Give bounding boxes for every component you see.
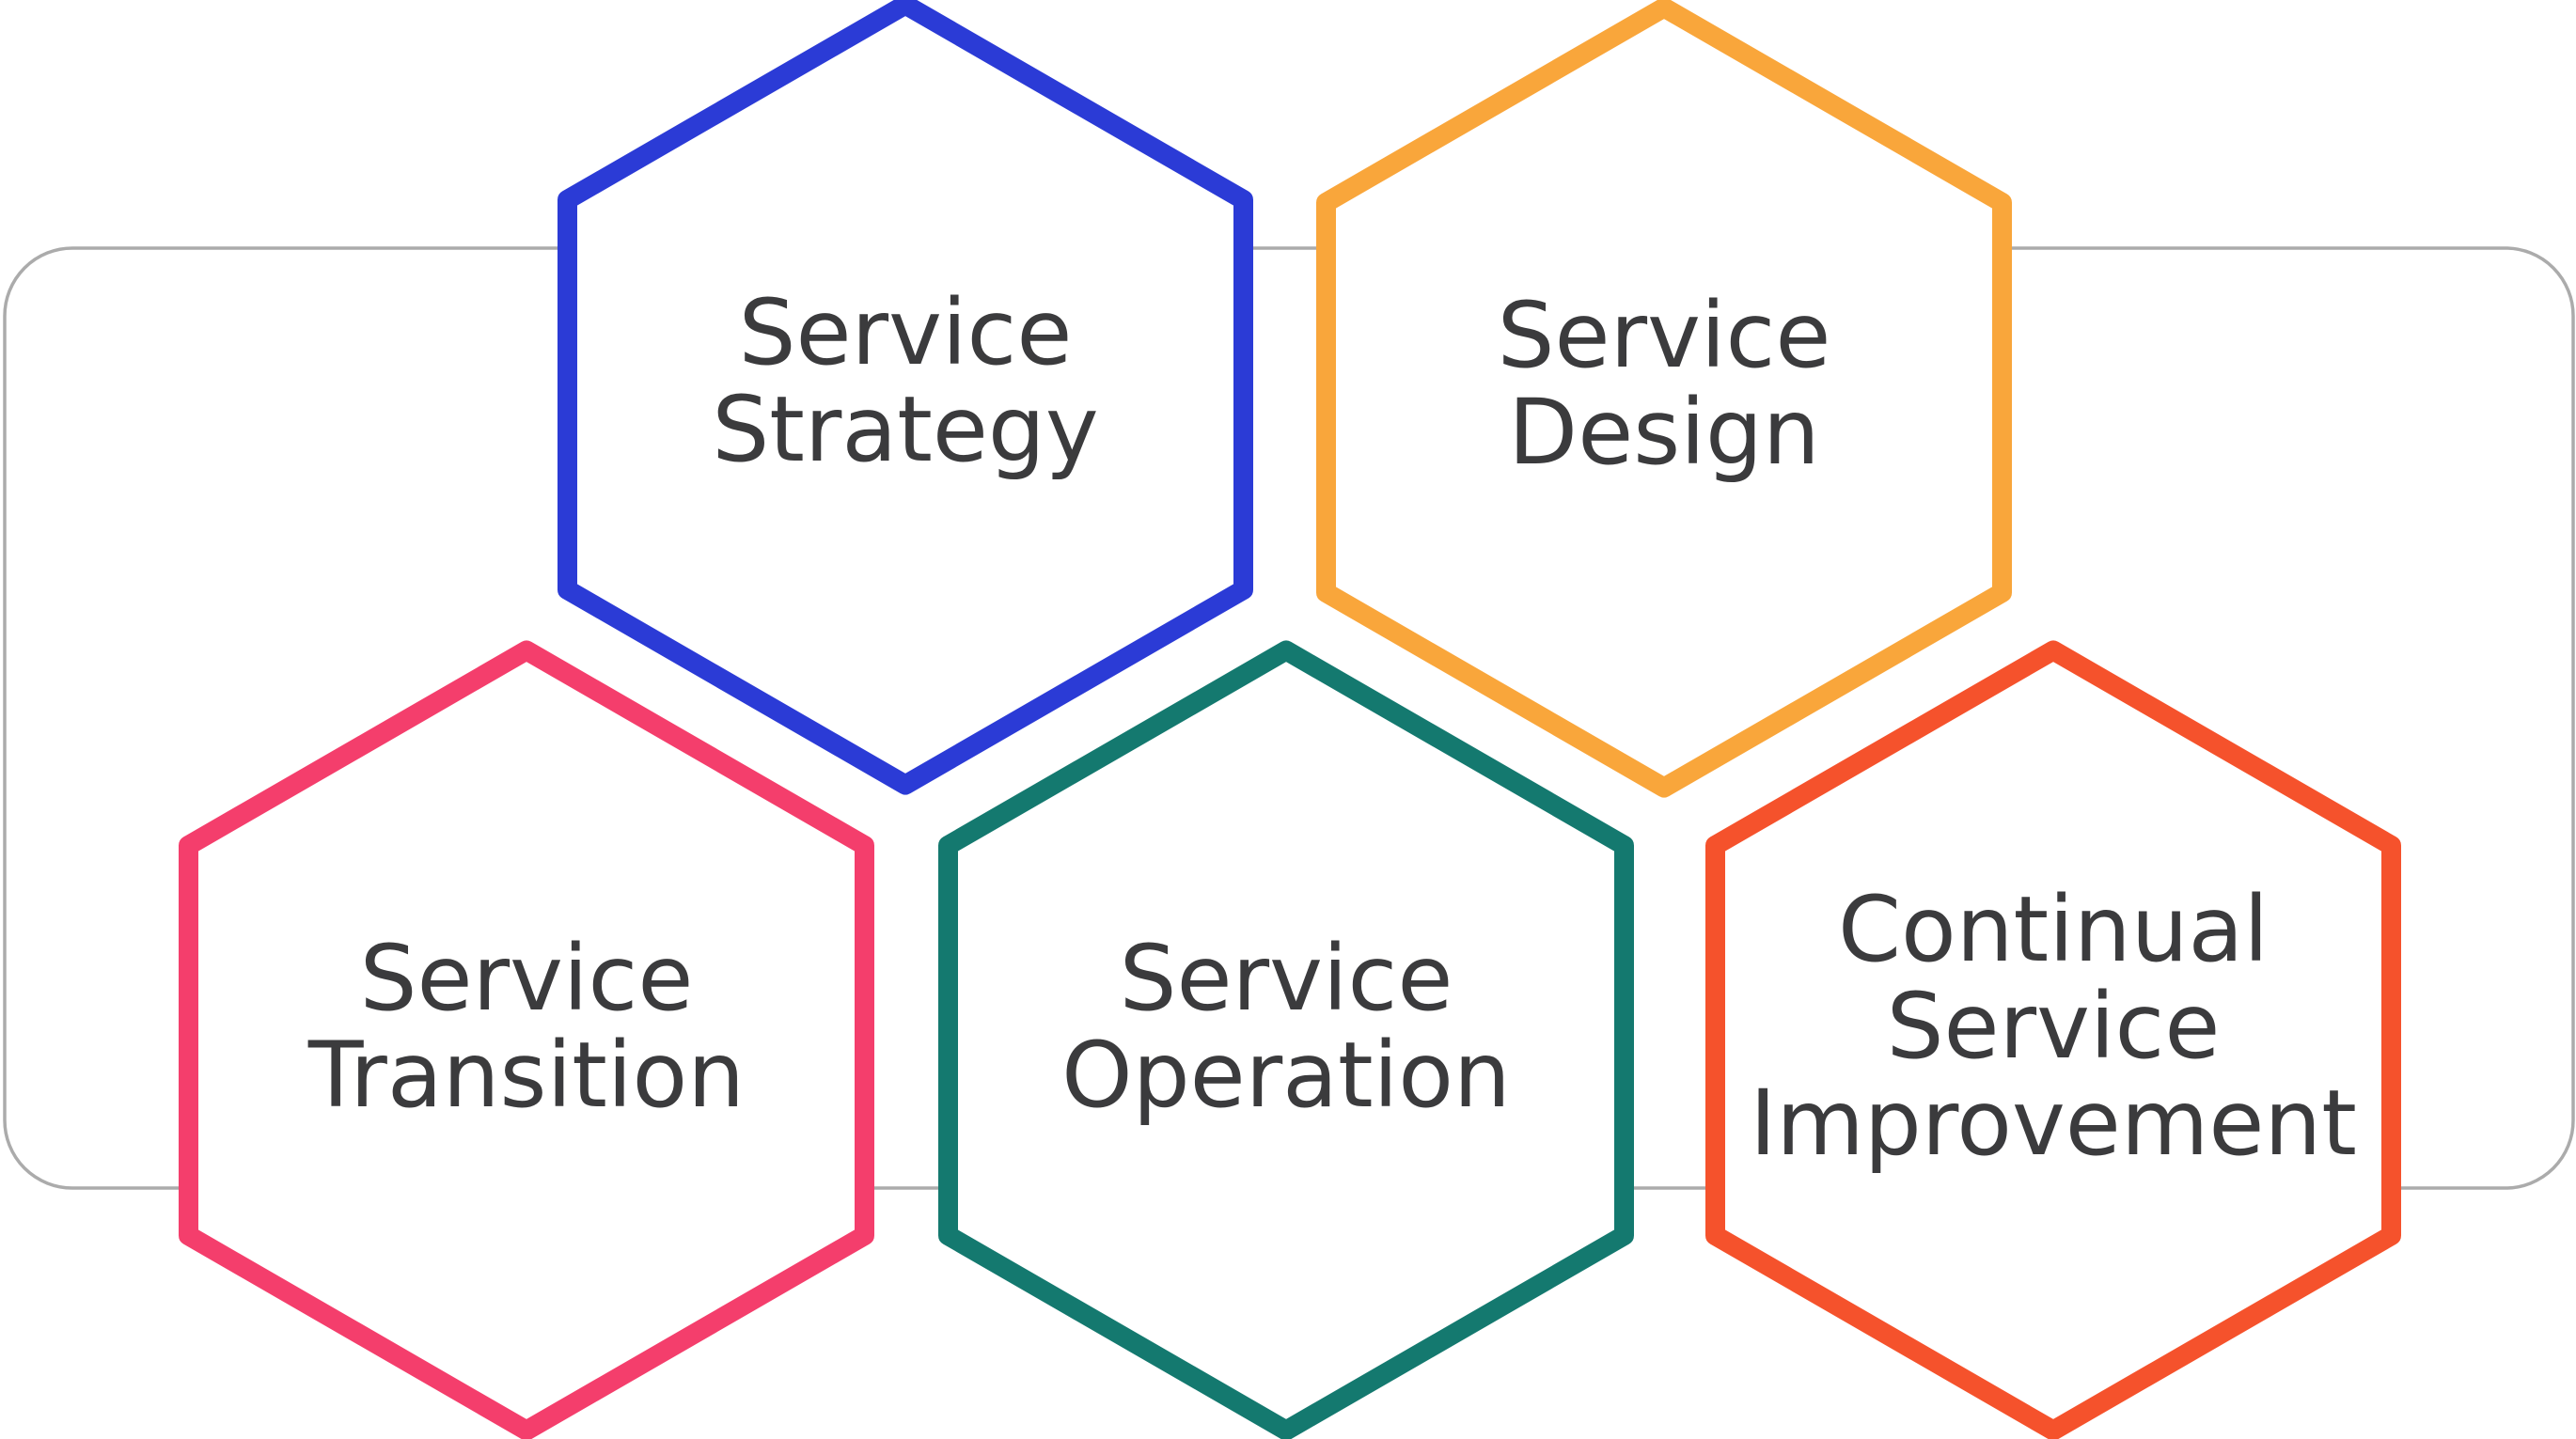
service-operation-label-line1: Service: [1120, 926, 1453, 1031]
hexagon-continual-service-improvement: Continual Service Improvement: [1705, 640, 2401, 1439]
service-strategy-label-line1: Service: [739, 280, 1073, 385]
continual-service-improvement-hexagon-outline: [1705, 640, 2401, 1439]
service-transition-label-line1: Service: [360, 926, 694, 1031]
continual-service-improvement-label-line1: Continual: [1838, 877, 2269, 982]
service-operation-label-line2: Operation: [1061, 1023, 1511, 1128]
service-operation-hexagon-outline: [938, 640, 1634, 1439]
service-transition-hexagon-outline: [179, 640, 874, 1439]
service-design-label-line1: Service: [1498, 283, 1831, 388]
service-design-hexagon-outline: [1316, 0, 2012, 798]
continual-service-improvement-label-line3: Improvement: [1750, 1071, 2357, 1176]
continual-service-improvement-label-line2: Service: [1887, 974, 2221, 1079]
service-strategy-hexagon-outline: [558, 0, 1253, 795]
service-transition-label-line2: Transition: [307, 1023, 745, 1128]
hexagon-service-transition: Service Transition: [179, 640, 874, 1439]
hexagon-service-strategy: Service Strategy: [558, 0, 1253, 795]
hexagon-service-design: Service Design: [1316, 0, 2012, 798]
hexagon-service-operation: Service Operation: [938, 640, 1634, 1439]
service-design-label-line2: Design: [1508, 380, 1819, 485]
service-strategy-label-line2: Strategy: [712, 377, 1098, 482]
